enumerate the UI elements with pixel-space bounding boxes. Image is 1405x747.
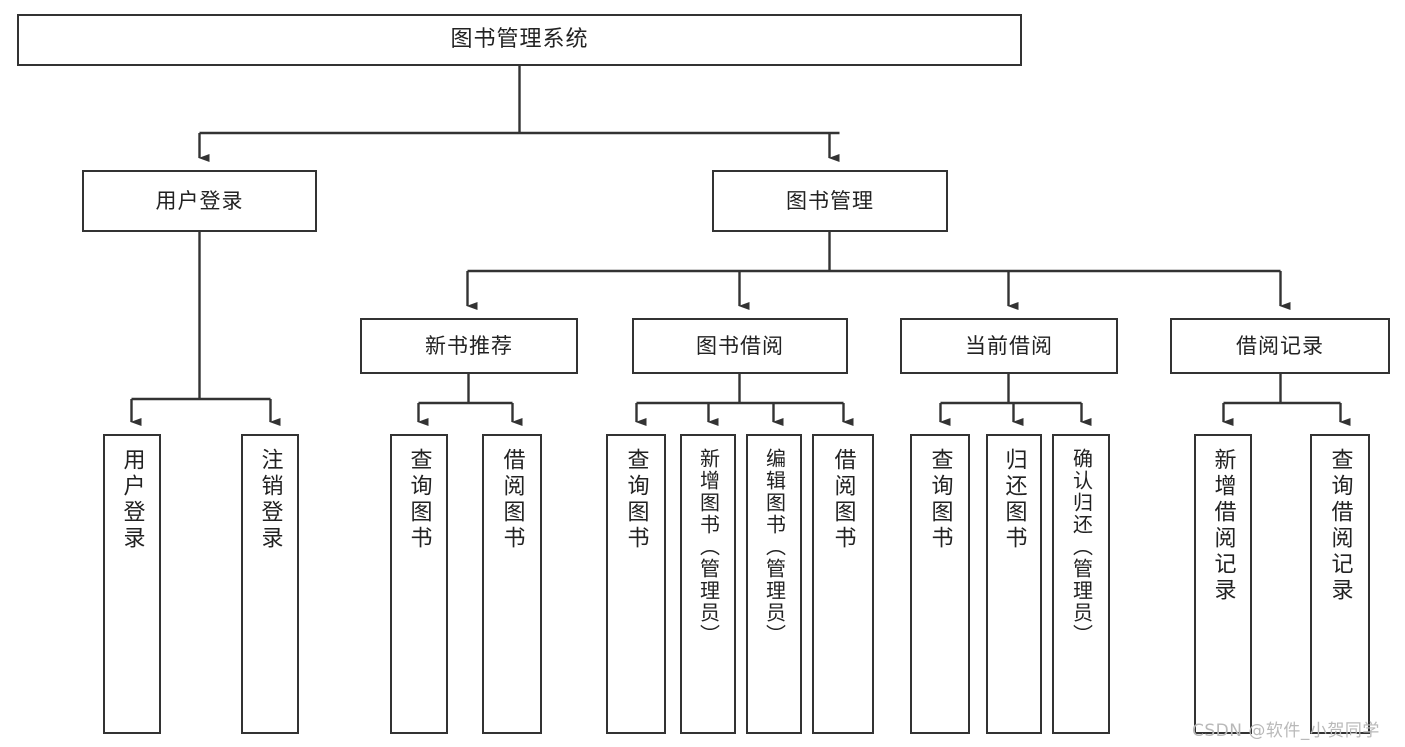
node-current-borrow[interactable]: 当前借阅 (900, 318, 1118, 374)
node-leaf-add-borrow-record[interactable]: 新增借阅记录 (1194, 434, 1252, 734)
node-leaf-edit-book-admin[interactable]: 编辑图书（管理员） (746, 434, 802, 734)
node-book-manage-label: 图书管理 (786, 188, 874, 213)
node-current-borrow-label: 当前借阅 (965, 333, 1053, 358)
node-user-login[interactable]: 用户登录 (82, 170, 317, 232)
node-leaf-user-login-label: 用户登录 (119, 448, 145, 552)
node-book-manage[interactable]: 图书管理 (712, 170, 948, 232)
node-leaf-borrow-book-2[interactable]: 借阅图书 (812, 434, 874, 734)
node-leaf-add-book-admin-label: 新增图书（管理员） (696, 448, 721, 646)
node-leaf-borrow-book-2-label: 借阅图书 (830, 448, 856, 552)
node-leaf-edit-book-admin-label: 编辑图书（管理员） (762, 448, 787, 646)
node-leaf-user-logout[interactable]: 注销登录 (241, 434, 299, 734)
node-user-login-label: 用户登录 (155, 188, 244, 213)
node-leaf-query-book-2[interactable]: 查询图书 (606, 434, 666, 734)
node-leaf-add-borrow-record-label: 新增借阅记录 (1210, 448, 1236, 604)
node-leaf-add-book-admin[interactable]: 新增图书（管理员） (680, 434, 736, 734)
node-leaf-query-borrow-record-label: 查询借阅记录 (1327, 448, 1353, 604)
node-leaf-confirm-return-admin-label: 确认归还（管理员） (1069, 448, 1094, 646)
node-leaf-return-book-label: 归还图书 (1001, 448, 1027, 552)
node-leaf-borrow-book-1[interactable]: 借阅图书 (482, 434, 542, 734)
node-borrow-record-label: 借阅记录 (1236, 333, 1324, 358)
node-leaf-query-book-1-label: 查询图书 (406, 448, 432, 552)
node-root-label: 图书管理系统 (450, 27, 589, 53)
node-book-borrow-label: 图书借阅 (696, 333, 784, 358)
node-leaf-confirm-return-admin[interactable]: 确认归还（管理员） (1052, 434, 1110, 734)
node-new-book-recommend[interactable]: 新书推荐 (360, 318, 578, 374)
node-root[interactable]: 图书管理系统 (17, 14, 1022, 66)
csdn-watermark: CSDN @软件_小贺同学 (1192, 721, 1380, 741)
node-leaf-query-borrow-record[interactable]: 查询借阅记录 (1310, 434, 1370, 734)
node-leaf-query-book-1[interactable]: 查询图书 (390, 434, 448, 734)
node-leaf-borrow-book-1-label: 借阅图书 (499, 448, 525, 552)
node-borrow-record[interactable]: 借阅记录 (1170, 318, 1390, 374)
node-leaf-query-book-3[interactable]: 查询图书 (910, 434, 970, 734)
node-leaf-query-book-3-label: 查询图书 (927, 448, 953, 552)
node-leaf-user-logout-label: 注销登录 (257, 448, 283, 552)
node-new-book-recommend-label: 新书推荐 (425, 333, 513, 358)
node-leaf-return-book[interactable]: 归还图书 (986, 434, 1042, 734)
node-leaf-query-book-2-label: 查询图书 (623, 448, 649, 552)
node-leaf-user-login[interactable]: 用户登录 (103, 434, 161, 734)
node-book-borrow[interactable]: 图书借阅 (632, 318, 848, 374)
